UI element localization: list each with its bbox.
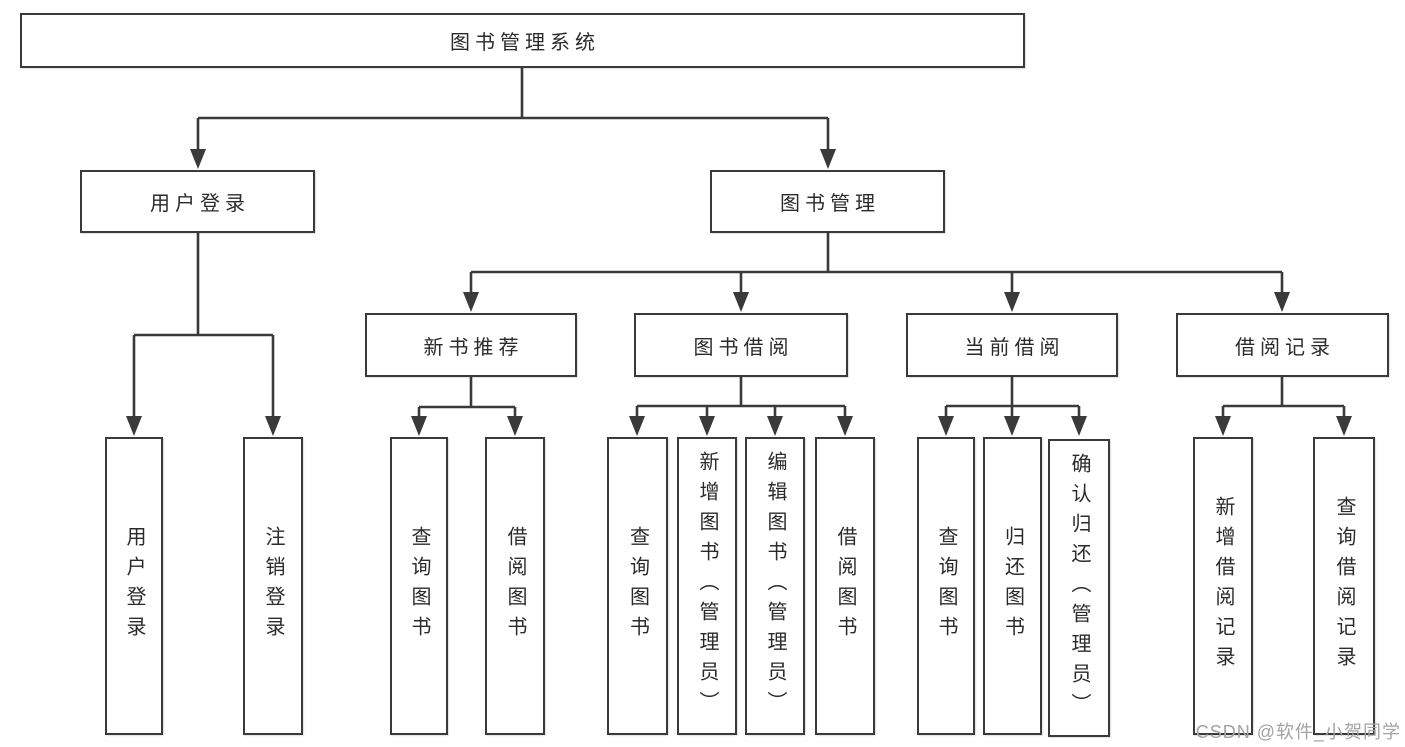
leaf-borrowing-borrow-books-label: 借阅图书 (834, 526, 856, 646)
node-current-borrowing-label: 当前借阅 (964, 336, 1065, 359)
node-current-borrowing: 当前借阅 (906, 313, 1118, 377)
leaf-borrowing-edit-books-admin: 编辑图书（管理员） (745, 437, 805, 735)
leaf-borrowing-borrow-books: 借阅图书 (815, 437, 875, 735)
leaf-current-return-books-label: 归还图书 (1001, 526, 1024, 646)
leaf-records-add-borrow-record-label: 新增借阅记录 (1212, 496, 1234, 676)
leaf-records-query-borrow-record-label: 查询借阅记录 (1333, 496, 1355, 676)
node-borrow-records: 借阅记录 (1176, 313, 1389, 377)
leaf-borrowing-add-books-admin: 新增图书（管理员） (677, 437, 737, 735)
node-new-book-recommend-label: 新书推荐 (423, 336, 524, 359)
node-user-login-label: 用户登录 (150, 193, 250, 215)
node-book-management: 图书管理 (710, 170, 945, 233)
leaf-borrowing-edit-books-admin-label: 编辑图书（管理员） (764, 451, 786, 721)
leaf-borrowing-query-books-label: 查询图书 (626, 526, 649, 646)
csdn-watermark: CSDN @软件_小贺同学 (1195, 722, 1401, 742)
node-library-system-label: 图书管理系统 (450, 32, 600, 54)
leaf-current-query-books-label: 查询图书 (935, 526, 957, 646)
leaf-current-confirm-return-admin-label: 确认归还（管理员） (1068, 453, 1090, 723)
node-book-borrowing: 图书借阅 (634, 313, 848, 377)
leaf-logout-label: 注销登录 (262, 526, 284, 646)
leaf-borrowing-add-books-admin-label: 新增图书（管理员） (696, 451, 718, 721)
leaf-user-login-label: 用户登录 (123, 526, 145, 646)
node-book-borrowing-label: 图书借阅 (693, 336, 794, 359)
leaf-recommend-borrow-books-label: 借阅图书 (504, 526, 526, 646)
node-borrow-records-label: 借阅记录 (1235, 336, 1335, 359)
node-new-book-recommend: 新书推荐 (365, 313, 577, 377)
node-library-system: 图书管理系统 (20, 13, 1025, 68)
leaf-logout: 注销登录 (243, 437, 303, 735)
leaf-user-login: 用户登录 (105, 437, 163, 735)
leaf-current-return-books: 归还图书 (983, 437, 1042, 735)
node-book-management-label: 图书管理 (780, 193, 880, 215)
leaf-current-query-books: 查询图书 (917, 437, 975, 735)
leaf-recommend-query-books: 查询图书 (390, 437, 448, 735)
leaf-records-query-borrow-record: 查询借阅记录 (1313, 437, 1375, 735)
leaf-recommend-query-books-label: 查询图书 (408, 526, 430, 646)
leaf-records-add-borrow-record: 新增借阅记录 (1193, 437, 1253, 735)
node-user-login: 用户登录 (80, 170, 315, 233)
leaf-borrowing-query-books: 查询图书 (607, 437, 668, 735)
leaf-recommend-borrow-books: 借阅图书 (485, 437, 545, 735)
leaf-current-confirm-return-admin: 确认归还（管理员） (1048, 439, 1110, 737)
